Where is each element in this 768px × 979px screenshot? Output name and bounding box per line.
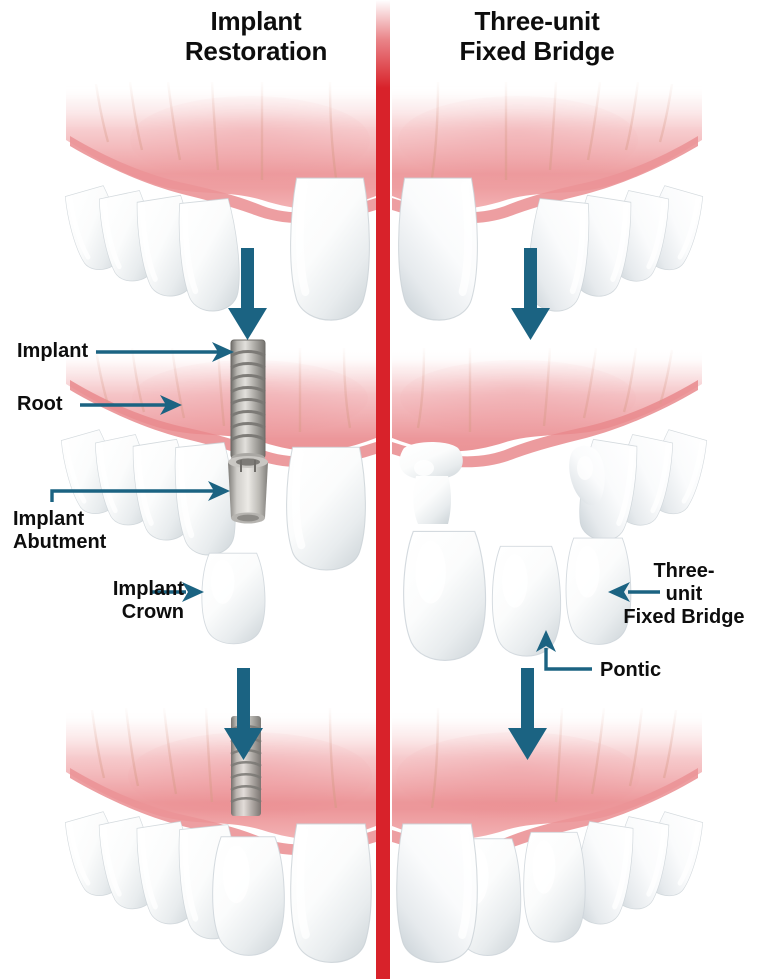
label-pontic: Pontic [600,659,662,681]
implant-abutment-part [228,456,268,524]
three-unit-arrow [608,582,660,602]
row3-arches [62,707,706,962]
label-implant: Implant [17,340,89,362]
implant-arrow [96,342,234,362]
panel-title-three-unit-fixed-bridge: Three-unit Fixed Bridge [459,6,615,66]
label-implant-crown: Implant Crown [112,578,184,623]
label-three-unit-fixed-bridge: Three- unit Fixed Bridge [623,560,745,628]
process-arrows [50,248,660,760]
label-implant-abutment: Implant Abutment [13,508,107,553]
seated-implant-crown [212,836,285,956]
pontic-arrow [536,630,592,671]
three-unit-bridge-part [403,530,632,662]
prepared-abutment-tooth-right [569,445,605,506]
label-root: Root [17,393,63,415]
root-arrow [80,395,182,415]
row1-arches [62,81,706,320]
arrow-down-right-top [511,248,550,340]
bridge-retainer-crown [523,831,586,943]
implant-crown-arrow [150,582,204,602]
implant-fixture [230,339,266,463]
row2-arches [58,339,710,662]
arrow-down-left-bottom [224,668,263,760]
implant-abutment-arrow [50,481,230,502]
prepared-abutment-tooth-left [399,442,463,524]
red-vertical-divider [376,0,390,979]
panel-title-implant-restoration: Implant Restoration [184,6,328,66]
arrow-down-left-top [228,248,267,340]
arrow-down-right-bottom [508,668,547,760]
implant-crown-part [201,552,266,645]
